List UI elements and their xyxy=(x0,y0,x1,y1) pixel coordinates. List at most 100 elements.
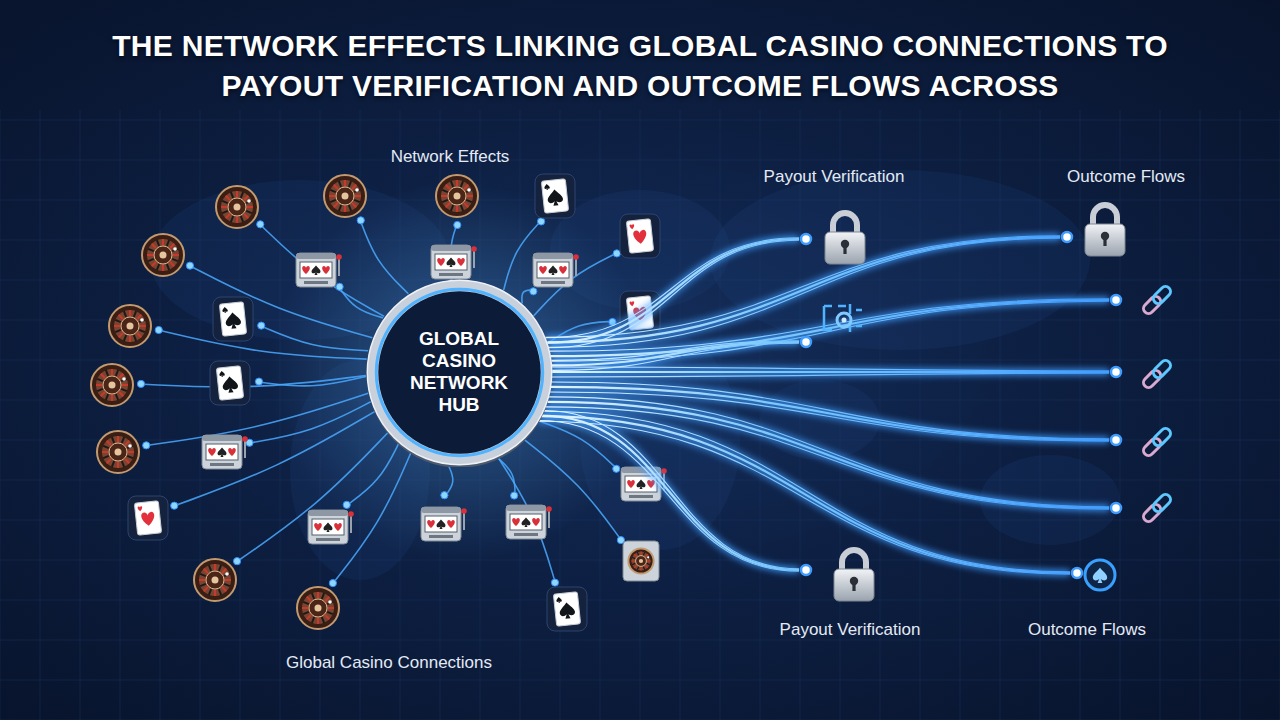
art-shape xyxy=(556,597,562,603)
art-shape xyxy=(512,518,520,526)
art-shape xyxy=(834,569,874,601)
section-label: Network Effects xyxy=(391,147,510,167)
art-shape xyxy=(522,518,531,528)
wire xyxy=(534,252,619,316)
art-shape xyxy=(224,584,230,586)
art-shape xyxy=(140,325,146,327)
hub-face xyxy=(378,291,540,453)
lock-icon xyxy=(1085,205,1125,256)
wire-dot xyxy=(441,492,448,499)
art-shape xyxy=(344,180,346,186)
art-shape xyxy=(533,253,573,287)
art-shape xyxy=(645,554,648,557)
art-shape xyxy=(325,615,329,619)
art-shape xyxy=(125,441,129,445)
flow-line xyxy=(552,382,1109,439)
art-shape xyxy=(344,206,346,212)
art-shape xyxy=(348,511,354,517)
wire-dot xyxy=(538,218,545,225)
art-shape xyxy=(339,181,341,187)
art-shape xyxy=(129,336,131,342)
wire-dot xyxy=(257,221,264,228)
wire xyxy=(338,286,383,318)
art-shape xyxy=(461,205,463,211)
art-shape xyxy=(437,520,446,530)
wire-dot xyxy=(343,501,350,508)
roulette-icon xyxy=(97,431,139,473)
art-shape xyxy=(631,560,635,561)
art-shape xyxy=(637,552,638,555)
chain-icon xyxy=(1141,426,1172,457)
art-shape xyxy=(214,564,216,570)
art-shape xyxy=(106,394,108,400)
wire xyxy=(172,412,374,507)
art-shape xyxy=(101,392,105,396)
art-shape xyxy=(643,567,644,570)
art-shape xyxy=(352,185,356,189)
art-shape xyxy=(628,548,653,573)
hub-glow-ring xyxy=(376,289,542,455)
art-shape xyxy=(350,515,352,533)
flow-line xyxy=(551,300,1109,356)
art-shape xyxy=(1151,284,1172,305)
art-shape xyxy=(322,266,330,274)
wire-dot xyxy=(143,442,150,449)
art-shape xyxy=(0,160,1280,161)
art-shape xyxy=(541,179,568,213)
chain-icon xyxy=(1141,492,1172,523)
art-shape xyxy=(640,567,641,571)
art-shape xyxy=(427,520,435,528)
art-shape xyxy=(471,246,477,252)
art-shape xyxy=(339,205,341,211)
art-shape xyxy=(137,333,141,337)
art-shape xyxy=(216,366,243,400)
flow-line xyxy=(549,397,1109,507)
art-shape xyxy=(329,180,361,212)
art-shape xyxy=(134,501,161,535)
art-shape xyxy=(435,254,467,270)
art-shape xyxy=(553,592,580,626)
art-shape xyxy=(461,181,463,187)
flow-glow xyxy=(552,301,1109,361)
art-shape xyxy=(241,216,243,222)
art-shape xyxy=(639,559,643,563)
art-shape xyxy=(97,379,103,381)
art-shape xyxy=(355,188,359,192)
art-shape xyxy=(307,615,311,619)
art-shape xyxy=(330,190,336,192)
art-shape xyxy=(219,565,221,571)
art-shape xyxy=(106,370,108,376)
art-shape xyxy=(127,323,134,330)
art-shape xyxy=(141,512,155,527)
flow-line xyxy=(550,392,1109,441)
art-shape xyxy=(640,551,641,555)
art-shape xyxy=(219,371,225,377)
art-shape xyxy=(121,389,127,391)
art-shape xyxy=(643,552,644,555)
chain-icon xyxy=(1141,284,1172,315)
art-shape xyxy=(342,193,349,200)
art-shape xyxy=(173,254,179,256)
art-shape xyxy=(234,204,241,211)
art-shape xyxy=(544,184,550,190)
art-shape xyxy=(199,579,205,581)
art-shape xyxy=(199,564,231,596)
art-shape xyxy=(553,592,580,626)
art-shape xyxy=(225,579,231,581)
section-label: Outcome Flows xyxy=(1067,167,1185,187)
flow-line xyxy=(541,416,1070,573)
wire xyxy=(257,376,366,385)
art-shape xyxy=(134,311,136,317)
flow-glow xyxy=(552,373,1109,377)
wire xyxy=(248,402,371,444)
art-shape xyxy=(1085,224,1125,256)
art-shape xyxy=(222,569,226,573)
art-shape xyxy=(209,565,211,571)
art-shape xyxy=(842,550,866,571)
art-shape xyxy=(314,523,322,531)
art-shape xyxy=(1240,110,1241,720)
art-shape xyxy=(236,191,238,197)
wire-dot xyxy=(137,380,144,387)
art-shape xyxy=(631,551,650,570)
